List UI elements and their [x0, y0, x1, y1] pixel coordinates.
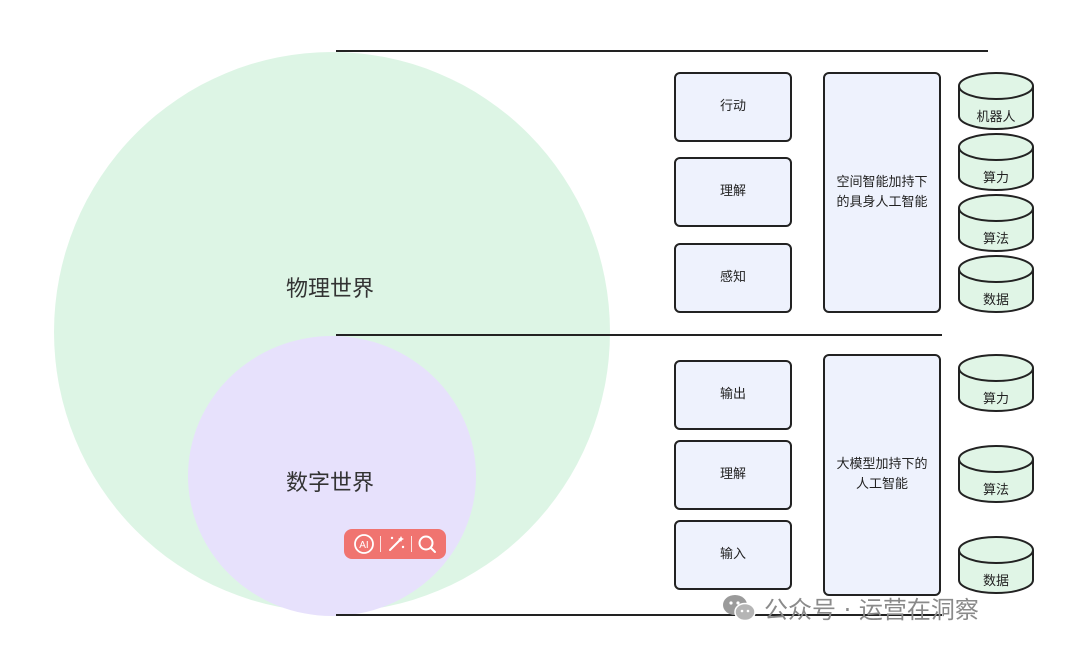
- magic-wand-button[interactable]: [386, 534, 406, 554]
- resource-label: 算法: [982, 232, 1009, 247]
- physical-resource-compute: 算力: [957, 133, 1035, 193]
- search-button[interactable]: [417, 534, 437, 554]
- digital-resource-algorithm: 算法: [957, 445, 1035, 505]
- watermark-text: 公众号 · 运营在洞察: [764, 596, 979, 624]
- step-label: 理解: [719, 184, 746, 199]
- cylinder-icon: [958, 536, 1034, 594]
- step-label: 感知: [719, 270, 746, 285]
- top-divider-line: [336, 50, 988, 52]
- physical-step-understand: 理解: [674, 157, 792, 227]
- digital-world-label: 数字世界: [286, 471, 375, 496]
- digital-resource-compute: 算力: [957, 354, 1035, 414]
- physical-step-perceive: 感知: [674, 243, 792, 313]
- physical-world-label: 物理世界: [286, 277, 375, 302]
- step-label: 行动: [719, 99, 746, 114]
- digital-world-circle: [188, 336, 476, 616]
- step-label: 输出: [719, 387, 746, 402]
- resource-label: 机器人: [976, 110, 1016, 125]
- digital-resource-data: 数据: [957, 536, 1035, 596]
- cylinder-icon: [958, 133, 1034, 191]
- physical-step-action: 行动: [674, 72, 792, 142]
- digital-step-input: 输入: [674, 520, 792, 590]
- physical-summary-box: 空间智能加持下的具身人工智能: [823, 72, 941, 313]
- wechat-watermark: 公众号 · 运营在洞察: [722, 590, 979, 625]
- magic-wand-icon: [388, 536, 405, 551]
- middle-divider-line: [336, 334, 942, 336]
- cylinder-icon: [958, 194, 1034, 252]
- ai-assistant-button[interactable]: AI: [353, 533, 375, 555]
- cylinder-icon: [958, 354, 1034, 412]
- summary-label: 大模型加持下的人工智能: [836, 457, 928, 492]
- ai-icon-label: AI: [359, 540, 368, 551]
- resource-label: 数据: [982, 574, 1009, 589]
- cylinder-icon: [958, 445, 1034, 503]
- step-label: 输入: [719, 547, 746, 562]
- resource-label: 算法: [982, 483, 1009, 498]
- ai-icon: AI: [353, 534, 374, 554]
- physical-resource-data: 数据: [957, 255, 1035, 315]
- floating-ai-toolbar: AI: [344, 529, 446, 559]
- resource-label: 算力: [982, 392, 1009, 407]
- bottom-divider-line: [336, 614, 942, 616]
- wechat-icon: [723, 594, 756, 621]
- physical-resource-algorithm: 算法: [957, 194, 1035, 254]
- search-icon: [418, 535, 437, 553]
- cylinder-icon: [958, 72, 1034, 130]
- cylinder-icon: [958, 255, 1034, 313]
- toolbar-separator: [379, 536, 381, 552]
- resource-label: 算力: [982, 171, 1009, 186]
- summary-label: 空间智能加持下的具身人工智能: [836, 174, 928, 210]
- toolbar-separator: [411, 536, 413, 552]
- step-label: 理解: [719, 467, 746, 482]
- digital-step-understand: 理解: [674, 440, 792, 510]
- digital-summary-box: 大模型加持下的人工智能: [823, 354, 941, 596]
- physical-resource-robot: 机器人: [957, 72, 1035, 132]
- digital-step-output: 输出: [674, 360, 792, 430]
- resource-label: 数据: [982, 293, 1009, 308]
